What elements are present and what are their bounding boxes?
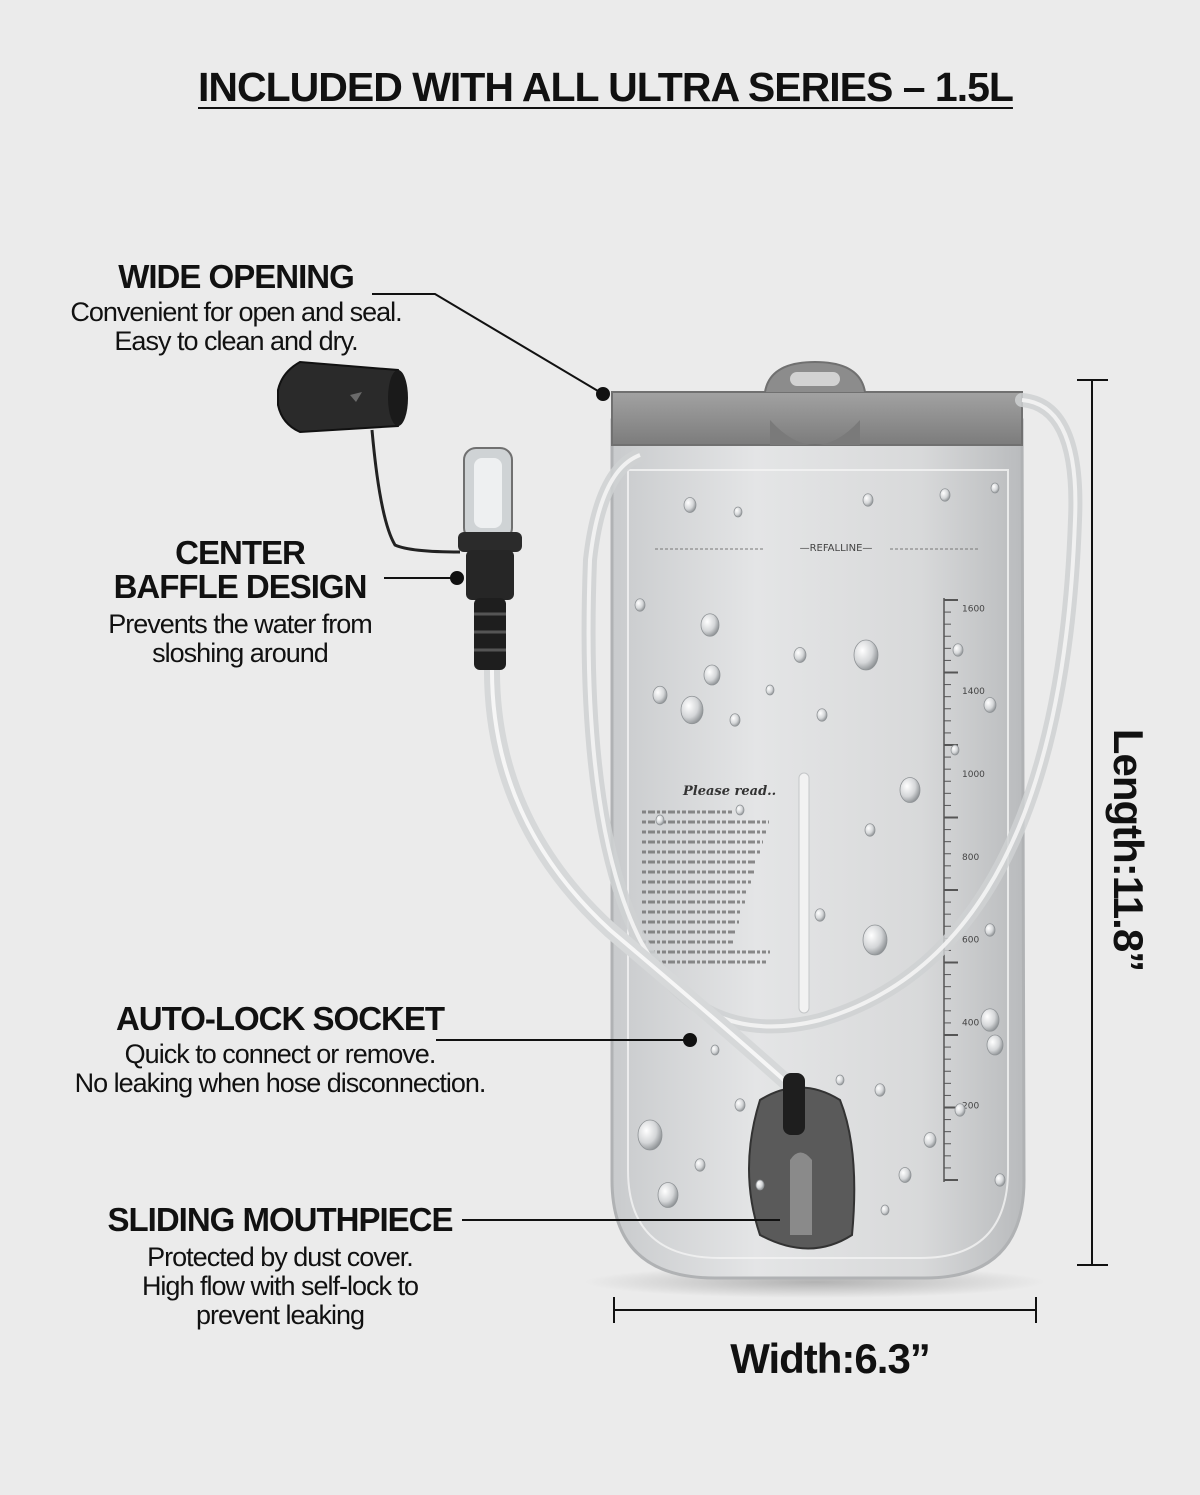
scale-mark-label: 1000 xyxy=(962,770,985,780)
scale-mark-label: 200 xyxy=(962,1101,979,1111)
water-droplet xyxy=(655,814,665,826)
feature-center-baffle: CENTER BAFFLE DESIGN Prevents the water … xyxy=(85,536,395,668)
sliding-mouthpiece-valve xyxy=(458,447,522,670)
fill-line-text: —REFALLINE— xyxy=(800,543,873,554)
scale-mark-label: 400 xyxy=(962,1019,979,1029)
measurement-scale: 1600 1400 1000 800 600 400 200 xyxy=(943,598,985,1182)
water-droplet xyxy=(814,908,826,922)
closure-handle-slot xyxy=(790,372,840,386)
water-droplet xyxy=(862,924,888,956)
water-droplet xyxy=(755,1179,765,1191)
feature-auto-lock-socket: AUTO-LOCK SOCKET Quick to connect or rem… xyxy=(70,1002,490,1098)
water-droplets xyxy=(634,482,1006,1216)
top-closure-bar xyxy=(611,391,1023,446)
closure-clip xyxy=(770,420,860,445)
water-droplet xyxy=(683,497,697,513)
water-droplet xyxy=(939,488,951,502)
feature-description: Protected by dust cover. High flow with … xyxy=(141,1242,419,1330)
water-droplet xyxy=(694,1158,706,1172)
feature-heading: CENTER BAFFLE DESIGN xyxy=(113,534,368,605)
water-droplet xyxy=(793,647,807,663)
length-dimension-marker xyxy=(1077,379,1108,1266)
water-droplet xyxy=(954,1103,966,1117)
water-droplet xyxy=(986,1034,1004,1056)
water-droplet xyxy=(765,684,775,696)
water-droplet xyxy=(952,643,964,657)
water-droplet xyxy=(862,493,874,507)
feature-heading: WIDE OPENING xyxy=(118,258,355,295)
scale-mark-label: 1400 xyxy=(962,687,985,697)
water-droplet xyxy=(864,823,876,837)
water-droplet xyxy=(729,713,741,727)
water-droplet xyxy=(637,1119,663,1151)
page-title: INCLUDED WITH ALL ULTRA SERIES – 1.5L xyxy=(198,64,1014,110)
width-dimension-marker xyxy=(613,1297,1037,1323)
water-droplet xyxy=(980,1008,1000,1032)
water-droplet xyxy=(950,744,960,756)
water-droplet xyxy=(994,1173,1006,1187)
leader-lines xyxy=(372,293,780,1221)
water-droplet xyxy=(874,1083,886,1097)
water-droplet xyxy=(710,1044,720,1056)
warning-label-text: Please read.. xyxy=(682,784,776,799)
width-label: Width:6.3” xyxy=(730,1335,931,1382)
water-droplet xyxy=(853,639,879,671)
water-droplet xyxy=(734,1098,746,1112)
length-label: Length:11.8” xyxy=(1105,728,1152,972)
water-droplet xyxy=(983,697,997,713)
warning-label: Please read.. xyxy=(642,784,776,964)
water-droplet xyxy=(984,923,996,937)
water-droplet xyxy=(816,708,828,722)
water-droplet xyxy=(680,695,704,725)
water-droplet xyxy=(923,1132,937,1148)
water-droplet xyxy=(733,506,743,518)
feature-heading: SLIDING MOUTHPIECE xyxy=(107,1201,453,1238)
water-droplet xyxy=(880,1204,890,1216)
feature-wide-opening: WIDE OPENING Convenient for open and sea… xyxy=(50,260,422,356)
water-droplet xyxy=(899,777,921,803)
water-droplet xyxy=(898,1167,912,1183)
center-baffle xyxy=(798,772,810,1014)
bladder-inner-seam xyxy=(627,469,1009,1259)
feature-description: Prevents the water from sloshing around xyxy=(108,609,373,668)
feature-description: Quick to connect or remove. No leaking w… xyxy=(74,1039,487,1098)
scale-mark-label: 800 xyxy=(962,853,979,863)
water-droplet xyxy=(735,804,745,816)
water-droplet xyxy=(652,685,668,705)
water-droplet xyxy=(700,613,720,637)
water-droplet xyxy=(835,1074,845,1086)
water-droplet xyxy=(990,482,1000,494)
dust-cover-cap xyxy=(277,360,461,554)
feature-description: Convenient for open and seal. Easy to cl… xyxy=(70,297,402,356)
scale-mark-label: 1600 xyxy=(962,604,985,614)
water-droplet xyxy=(657,1182,679,1208)
feature-sliding-mouthpiece: SLIDING MOUTHPIECE Protected by dust cov… xyxy=(80,1203,480,1330)
water-droplet xyxy=(703,664,721,686)
feature-heading: AUTO-LOCK SOCKET xyxy=(115,1000,445,1037)
water-droplet xyxy=(634,598,646,612)
scale-mark-label: 600 xyxy=(962,936,979,946)
